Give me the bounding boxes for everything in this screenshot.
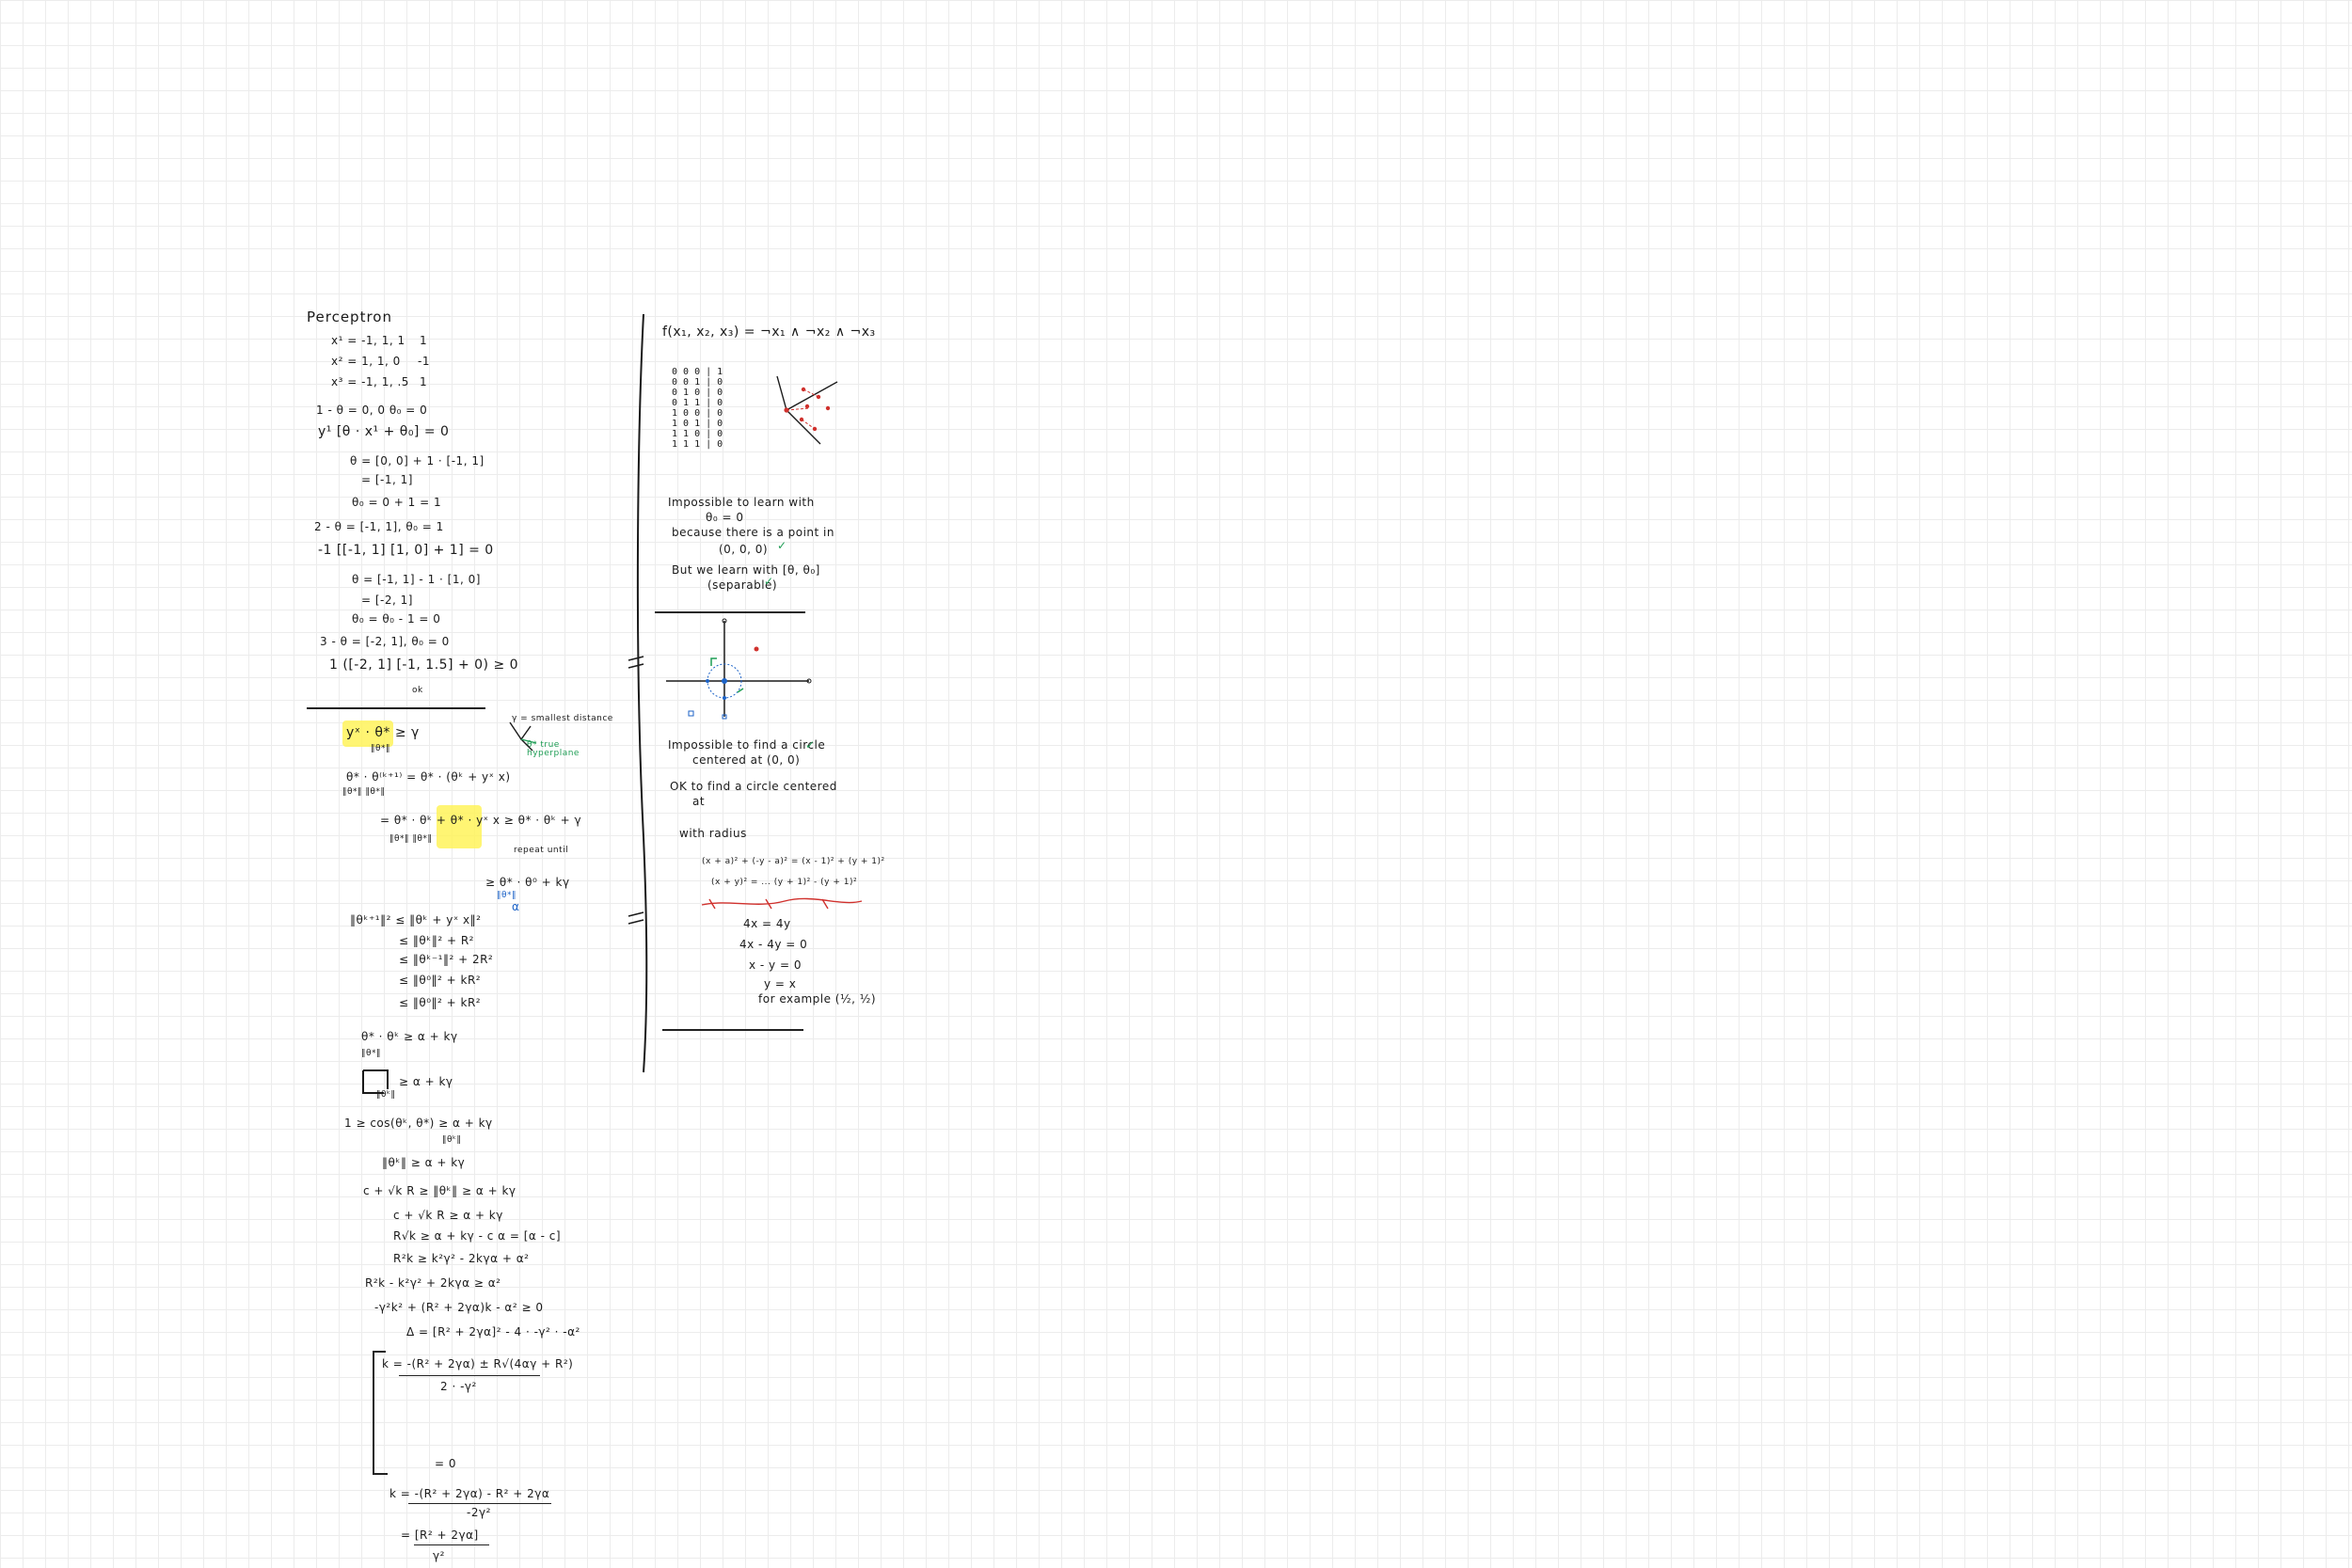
scratched-line [701, 897, 863, 910]
proof-line: ≥ θ* · θ⁰ + kγ [485, 876, 570, 889]
note-line: (x + y)² = ... (y + 1)² - (y + 1)² [711, 878, 858, 887]
note-line: 3 - θ = [-2, 1], θ₀ = 0 [320, 635, 450, 648]
proof-line: 1 ≥ cos(θᵏ, θ*) ≥ α + kγ [344, 1117, 493, 1130]
proof-line: ≤ ‖θᵏ‖² + R² [399, 934, 474, 947]
note-line: 4x - 4y = 0 [739, 938, 808, 951]
proof-line: ≤ ‖θᵏ⁻¹‖² + 2R² [399, 953, 494, 966]
scribble-box [362, 1069, 389, 1094]
note-line: centered at (0, 0) [692, 753, 801, 767]
hyperplane-sketch [509, 721, 537, 752]
proof-line: repeat until [514, 846, 569, 855]
truth-table: 0 0 0 | 1 0 0 1 | 0 0 1 0 | 0 0 1 1 | 0 … [672, 367, 723, 450]
proof-line: θ* · θ⁽ᵏ⁺¹⁾ = θ* · (θᵏ + yˣ x) [346, 770, 511, 784]
fraction-bar [414, 1544, 489, 1545]
note-line: y = x [764, 977, 797, 990]
proof-line: k = -(R² + 2γα) ± R√(4αγ + R²) [382, 1357, 574, 1370]
section-divider [655, 611, 805, 613]
checkmark-icon: ✓ [764, 575, 774, 588]
margin-note: θ* true hyperplane [527, 740, 580, 758]
fraction-bar [408, 1503, 551, 1504]
axes-sketch [666, 618, 812, 720]
note-line: for example (½, ½) [758, 992, 877, 1006]
section-divider [307, 707, 485, 709]
note-line: θ₀ = 0 + 1 = 1 [352, 496, 442, 509]
proof-line: ≥ α + kγ [399, 1075, 453, 1088]
cube-sketch [776, 375, 838, 445]
fraction-bar [399, 1375, 540, 1376]
note-line: (0, 0, 0) [719, 543, 769, 556]
checkmark-icon: ✓ [777, 539, 787, 552]
note-line: because there is a point in [672, 526, 834, 539]
section-divider [662, 1029, 803, 1031]
note-line: -1 [[-1, 1] [1, 0] + 1] = 0 [318, 543, 494, 558]
note-line: θ = [-1, 1] - 1 · [1, 0] [352, 573, 481, 586]
proof-line: ‖θ*‖ [497, 891, 517, 900]
proof-line: R²k - k²γ² + 2kγα ≥ α² [365, 1276, 501, 1290]
proof-line: ≤ ‖θ⁰‖² + kR² [399, 974, 482, 987]
proof-line: R²k ≥ k²γ² - 2kγα + α² [393, 1252, 530, 1265]
bracket [373, 1351, 374, 1475]
note-line: (separable) [707, 578, 778, 592]
note-line: at [692, 795, 706, 808]
page-title: Perceptron [307, 309, 392, 325]
proof-line: ‖θᵏ‖ [442, 1135, 462, 1145]
note-line: 1 - θ = 0, 0 θ₀ = 0 [316, 404, 428, 417]
note-line: Impossible to learn with [668, 496, 815, 509]
proof-line: ≤ ‖θ⁰‖² + kR² [399, 996, 482, 1009]
proof-line: 2 · -γ² [440, 1380, 477, 1393]
margin-note: γ = smallest distance [512, 714, 613, 723]
note-line: = [-2, 1] [361, 594, 413, 607]
note-line: x³ = -1, 1, .5 [331, 375, 409, 388]
note-line: (x + a)² + (-y - a)² = (x - 1)² + (y + 1… [702, 857, 885, 866]
note-line: θ₀ = θ₀ - 1 = 0 [352, 612, 441, 626]
highlight-mark [342, 721, 393, 747]
note-line: with radius [679, 827, 747, 840]
bracket [373, 1473, 388, 1475]
proof-line: -2γ² [467, 1506, 491, 1519]
bracket [373, 1351, 386, 1353]
proof-line: = 0 [435, 1457, 457, 1470]
note-line: 4x = 4y [743, 917, 791, 930]
checkmark-icon: ✓ [805, 738, 816, 752]
proof-line: -γ²k² + (R² + 2γα)k - α² ≥ 0 [374, 1301, 544, 1314]
function-definition: f(x₁, x₂, x₃) = ¬x₁ ∧ ¬x₂ ∧ ¬x₃ [662, 325, 876, 340]
note-line: θ₀ = 0 [706, 511, 744, 524]
proof-line: R√k ≥ α + kγ - c α = [α - c] [393, 1229, 562, 1243]
proof-line: ‖θ*‖ [371, 744, 391, 753]
proof-line: γ² [433, 1549, 445, 1562]
note-line: 1 [420, 375, 428, 388]
note-line: x² = 1, 1, 0 [331, 355, 401, 368]
note-line: = [-1, 1] [361, 473, 413, 486]
note-line: -1 [418, 355, 430, 368]
note-line: θ = [0, 0] + 1 · [-1, 1] [350, 454, 485, 467]
note-line: 1 [420, 334, 428, 347]
proof-line: ‖θ*‖ ‖θ*‖ [389, 834, 433, 844]
proof-line: Δ = [R² + 2γα]² - 4 · -γ² · -α² [406, 1325, 580, 1338]
note-line: x¹ = -1, 1, 1 [331, 334, 405, 347]
note-line: ok [412, 686, 423, 695]
proof-line: ‖θᵏ⁺¹‖² ≤ ‖θᵏ + yˣ x‖² [350, 913, 482, 927]
column-divider [628, 313, 648, 1073]
note-line: Impossible to find a circle [668, 738, 826, 752]
note-line: OK to find a circle centered [670, 780, 837, 793]
proof-line: α [512, 900, 520, 913]
note-line: But we learn with [θ, θ₀] [672, 563, 820, 577]
proof-line: ‖θᵏ‖ [376, 1090, 396, 1100]
proof-line: c + √k R ≥ α + kγ [393, 1209, 503, 1222]
proof-line: = θ* · θᵏ + θ* · yˣ x ≥ θ* · θᵏ + γ [380, 814, 582, 827]
note-line: 2 - θ = [-1, 1], θ₀ = 1 [314, 520, 444, 533]
note-line: x - y = 0 [749, 958, 802, 972]
highlight-mark [437, 805, 482, 848]
note-line: y¹ [θ · x¹ + θ₀] = 0 [318, 424, 450, 439]
proof-line: ‖θ*‖ ‖θ*‖ [342, 787, 386, 797]
proof-line: yˣ · θ* ≥ γ [346, 725, 420, 740]
note-line: 1 ([-2, 1] [-1, 1.5] + 0) ≥ 0 [329, 657, 519, 673]
proof-line: c + √k R ≥ ‖θᵏ‖ ≥ α + kγ [363, 1184, 516, 1197]
proof-line: θ* · θᵏ ≥ α + kγ [361, 1030, 458, 1043]
proof-line: ‖θᵏ‖ ≥ α + kγ [382, 1156, 466, 1169]
proof-line: ‖θ*‖ [361, 1049, 382, 1058]
proof-line: k = -(R² + 2γα) - R² + 2γα [389, 1487, 550, 1500]
proof-line: = [R² + 2γα] [401, 1528, 479, 1542]
